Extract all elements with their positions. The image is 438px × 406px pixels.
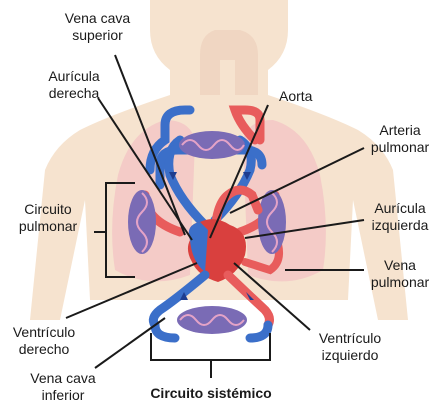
label-vena-pulmonar: Vena pulmonar: [364, 257, 436, 291]
label-auricula-izquierda: Aurícula izquierda: [364, 200, 436, 234]
label-ventriculo-izquierdo: Ventrículo izquierdo: [310, 330, 390, 364]
capillary-bed-upper: [179, 131, 245, 159]
label-aorta: Aorta: [279, 88, 312, 105]
label-vena-cava-superior: Vena cava superior: [60, 10, 135, 44]
capillary-bed-lung-right: [128, 190, 156, 254]
label-arteria-pulmonar: Arteria pulmonar: [364, 122, 436, 156]
label-circuito-sistemico: Circuito sistémico: [131, 385, 291, 402]
label-ventriculo-derecho: Ventrículo derecho: [4, 324, 84, 358]
capillary-bed-lung-left: [258, 190, 286, 254]
label-auricula-derecha: Aurícula derecha: [40, 68, 108, 102]
label-vena-cava-inferior: Vena cava inferior: [22, 370, 104, 404]
label-circuito-pulmonar: Circuito pulmonar: [12, 201, 84, 235]
